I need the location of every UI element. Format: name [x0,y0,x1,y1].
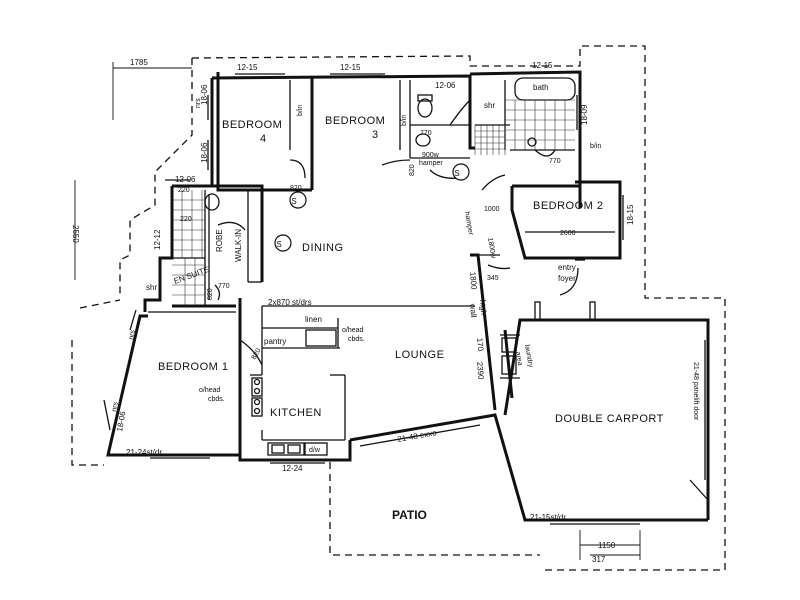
hamper-label-2: hamper [463,211,474,236]
laundry-label: laundry [523,344,534,368]
smoke-detectors [274,163,470,252]
shower-label-ensuite: shr [146,283,157,292]
dim-nrs-2: nrs [128,329,137,340]
ohead-label-2b: cbds. [208,396,225,403]
bin-label-3: b/in [590,143,601,150]
smoke-s-3: S [454,169,459,178]
dim-770-c: 770 [218,283,230,290]
stacker-door-label-1: 21-24st/dr [126,448,162,457]
dim-170: 170 [475,337,485,352]
lounge-label: LOUNGE [395,349,444,361]
bedroom3-number: 3 [372,129,379,141]
dim-12-06-a: 12-06 [435,81,456,90]
hamper-size-label: 1800w [486,237,497,259]
dim-1000: 1000 [484,206,500,213]
dim-2390: 2390 [475,361,486,380]
dim-820-c: 820 [251,347,263,361]
eave-outline [71,45,726,571]
dim-1150: 1150 [598,541,616,550]
ohead-label-1b: cbds. [348,336,365,343]
dim-2600: 2600 [560,230,576,237]
dim-12-15-b: 12-15 [340,63,361,72]
dim-nrs-3: nrs [111,401,120,412]
dim-345: 345 [487,275,499,282]
bedroom4-label: BEDROOM [222,119,282,131]
entry-label: entry [558,263,576,272]
hamper-label: hamper [419,160,443,167]
dim-18-09: 18-09 [580,104,589,125]
microwave-label: 900w [422,152,440,159]
fixtures [172,77,709,501]
dim-nrs-1: nrs [195,98,202,108]
dim-12-24: 12-24 [282,464,303,473]
dim-12-15-c: 12-15 [532,61,553,70]
dim-820-a: 820 [290,185,302,192]
bin-label-1: b/in [297,105,304,116]
bedroom2-label: BEDROOM 2 [533,200,604,212]
stacker-door-label-2: 21-15st/dr [530,513,566,522]
laundry-area-label: area [514,351,523,366]
bedroom3-label: BEDROOM [325,115,385,127]
windows [103,73,706,525]
ohead-label-2: o/head [199,387,221,394]
ohead-label-1: o/head [342,327,364,334]
dim-12-12: 12-12 [153,229,162,250]
smoke-s-2: S [276,240,281,249]
dimension-lines [74,62,641,560]
patio-label: PATIO [392,508,427,522]
kitchen-label: KITCHEN [270,407,322,419]
dim-18-06-a: 18-06 [200,84,209,105]
external-walls [106,70,710,522]
dim-820-b: 820 [409,164,416,176]
robe-label: ROBE [215,229,224,252]
bedroom1-label: BEDROOM 1 [158,361,229,373]
panelift-door-label: 21-48 panelift door [692,362,699,421]
dim-12-15-a: 12-15 [237,63,258,72]
dim-18-06-c: 18-06 [115,410,128,432]
dim-220-b: 220 [180,216,192,223]
dim-12-06-b: 12-06 [175,175,196,184]
bedroom4-number: 4 [260,133,267,145]
high-wall-label-a: 1800 [468,271,479,290]
dim-317: 317 [592,555,606,564]
pantry-label: pantry [264,337,286,346]
linen-label: linen [305,315,322,324]
smoke-s-1: S [291,197,296,206]
dim-18-06-b: 18-06 [200,142,209,163]
bin-label-2: b/in [401,115,408,126]
dim-220-a: 220 [178,187,190,194]
walkin-label: WALK-IN [234,229,243,262]
bath-label: bath [533,83,549,92]
dim-2550: 2550 [71,225,80,243]
dim-770-a: 770 [420,130,432,137]
dim-18-15: 18-15 [626,204,635,225]
shower-label-top: shr [484,101,495,110]
dimension-labels: 1785 12-15 12-15 12-06 12-15 18-06 18-06… [71,58,635,564]
sliding-doors-label: 2x870 st/drs [268,298,312,307]
dishwasher-label: d/w [309,447,321,454]
dim-770-b: 770 [549,158,561,165]
dim-820-d: 820 [207,288,214,300]
room-labels: BEDROOM 4 BEDROOM 3 BEDROOM 2 BEDROOM 1 … [158,83,664,522]
high-wall-label-b: high [478,299,488,315]
dim-1785: 1785 [130,58,148,67]
high-wall-label-c: wall [468,302,478,318]
dining-label: DINING [302,242,344,254]
double-carport-label: DOUBLE CARPORT [555,413,664,425]
foyer-label: foyer [558,274,576,283]
